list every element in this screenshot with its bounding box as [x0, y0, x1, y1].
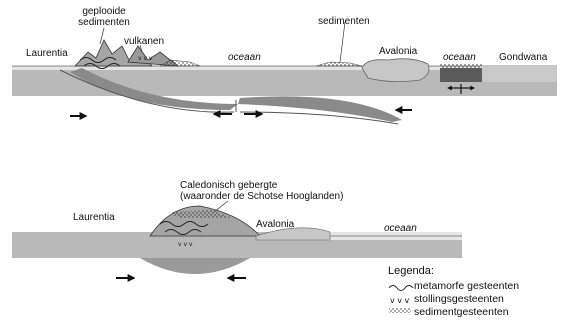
label-avalonia-bottom: Avalonia: [256, 219, 294, 230]
label-avalonia-top: Avalonia: [379, 46, 417, 57]
legend-item-sedimentary: sedimentgesteenten: [414, 307, 509, 318]
label-ocean-top: oceaan: [228, 52, 261, 63]
label-folded-sediments-line2: sedimenten: [72, 17, 136, 28]
label-folded-sediments: geplooide sedimenten: [72, 6, 136, 28]
legend-item-igneous: stollingsgesteenten: [414, 294, 504, 305]
legend-symbols: v v v: [389, 286, 413, 314]
rift-zone: [440, 68, 482, 82]
label-laurentia-bottom: Laurentia: [73, 212, 115, 223]
label-laurentia-top: Laurentia: [26, 48, 68, 59]
crustal-root: [140, 258, 250, 274]
svg-text:v v v: v v v: [178, 241, 193, 248]
gondwana-block: [482, 66, 557, 82]
label-ocean-right: oceaan: [443, 52, 476, 63]
legend-item-metamorphic: metamorfe gesteenten: [414, 281, 519, 292]
label-caledonian: Caledonisch gebergte (waaronder de Schot…: [180, 180, 343, 202]
legend-v-icon: v v v: [390, 296, 410, 305]
svg-text:v v v: v v v: [138, 55, 153, 62]
label-sediments: sedimenten: [318, 16, 370, 27]
legend-dots-icon: [389, 308, 411, 313]
label-volcanoes: vulkanen: [124, 36, 164, 47]
label-ocean-bottom: oceaan: [384, 223, 417, 234]
legend-title: Legenda:: [388, 266, 434, 277]
label-folded-sediments-line1: geplooide: [72, 6, 136, 17]
avalonia-block: [362, 59, 429, 82]
top-cross-section: v v v: [12, 22, 557, 124]
label-caledonian-line2: (waaronder de Schotse Hooglanden): [180, 191, 343, 202]
ocean-sediments: [316, 62, 362, 66]
label-caledonian-line1: Caledonisch gebergte: [180, 180, 343, 191]
right-subducting-plate: [238, 96, 402, 122]
legend-wavy-icon: [389, 286, 413, 291]
label-gondwana: Gondwana: [499, 52, 547, 63]
